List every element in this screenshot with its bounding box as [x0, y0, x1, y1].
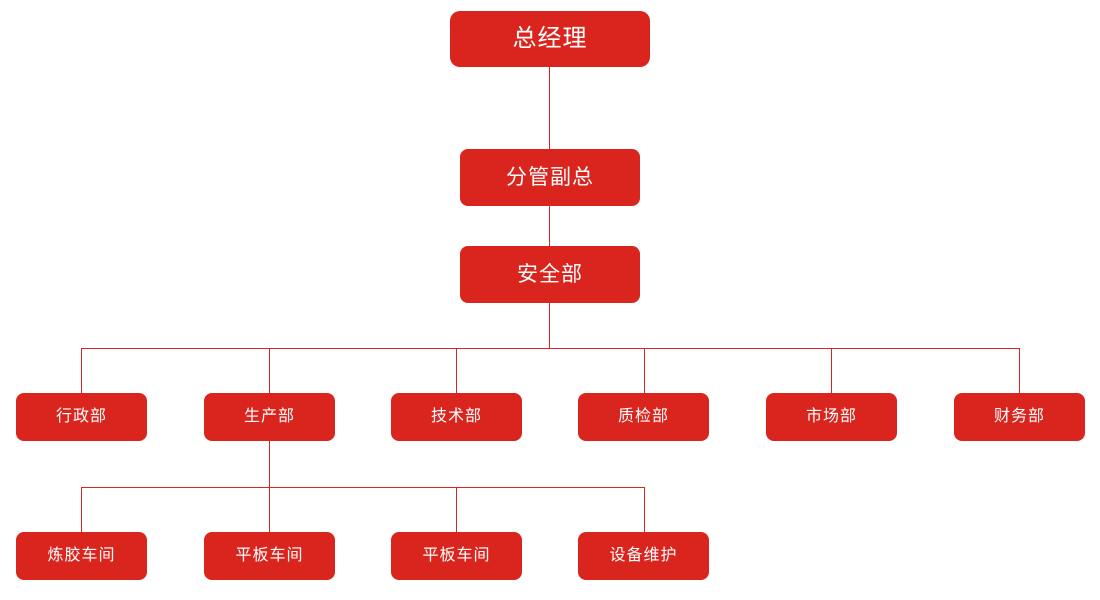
- node-label: 安全部: [517, 263, 583, 286]
- connector-production-to-bus: [269, 441, 270, 487]
- node-label: 行政部: [55, 408, 107, 425]
- node-workshop-equipment-maintenance[interactable]: 设备维护: [578, 532, 709, 580]
- node-safety-department[interactable]: 安全部: [460, 246, 640, 303]
- node-label: 财务部: [993, 408, 1045, 425]
- workshop-bus-line: [81, 487, 645, 488]
- connector-bus-to-dept-1: [81, 348, 82, 393]
- node-workshop-rubber-mixing[interactable]: 炼胶车间: [16, 532, 147, 580]
- node-department-admin[interactable]: 行政部: [16, 393, 147, 441]
- connector-root-to-vice: [549, 67, 550, 149]
- node-department-finance[interactable]: 财务部: [954, 393, 1085, 441]
- node-label: 分管副总: [506, 166, 594, 189]
- connector-bus-to-workshop-1: [81, 487, 82, 532]
- node-label: 质检部: [617, 408, 669, 425]
- connector-bus-to-dept-5: [831, 348, 832, 393]
- node-department-technology[interactable]: 技术部: [391, 393, 522, 441]
- node-department-production[interactable]: 生产部: [204, 393, 335, 441]
- node-department-marketing[interactable]: 市场部: [766, 393, 897, 441]
- connector-bus-to-dept-3: [456, 348, 457, 393]
- connector-bus-to-workshop-3: [456, 487, 457, 532]
- node-label: 市场部: [805, 408, 857, 425]
- node-label: 平板车间: [235, 547, 304, 564]
- connector-bus-to-dept-6: [1019, 348, 1020, 393]
- node-vice-general-manager[interactable]: 分管副总: [460, 149, 640, 206]
- node-workshop-flat-panel-1[interactable]: 平板车间: [204, 532, 335, 580]
- node-label: 炼胶车间: [47, 547, 116, 564]
- node-general-manager[interactable]: 总经理: [450, 11, 650, 67]
- connector-vice-to-safety: [549, 206, 550, 246]
- connector-bus-to-workshop-4: [644, 487, 645, 532]
- connector-safety-to-bus: [549, 303, 550, 348]
- connector-bus-to-dept-2: [269, 348, 270, 393]
- connector-bus-to-workshop-2: [269, 487, 270, 532]
- department-bus-line: [81, 348, 1020, 349]
- node-workshop-flat-panel-2[interactable]: 平板车间: [391, 532, 522, 580]
- node-label: 总经理: [512, 25, 588, 52]
- node-department-quality[interactable]: 质检部: [578, 393, 709, 441]
- node-label: 设备维护: [609, 547, 678, 564]
- node-label: 生产部: [243, 408, 295, 425]
- node-label: 平板车间: [422, 547, 491, 564]
- connector-bus-to-dept-4: [644, 348, 645, 393]
- node-label: 技术部: [430, 408, 482, 425]
